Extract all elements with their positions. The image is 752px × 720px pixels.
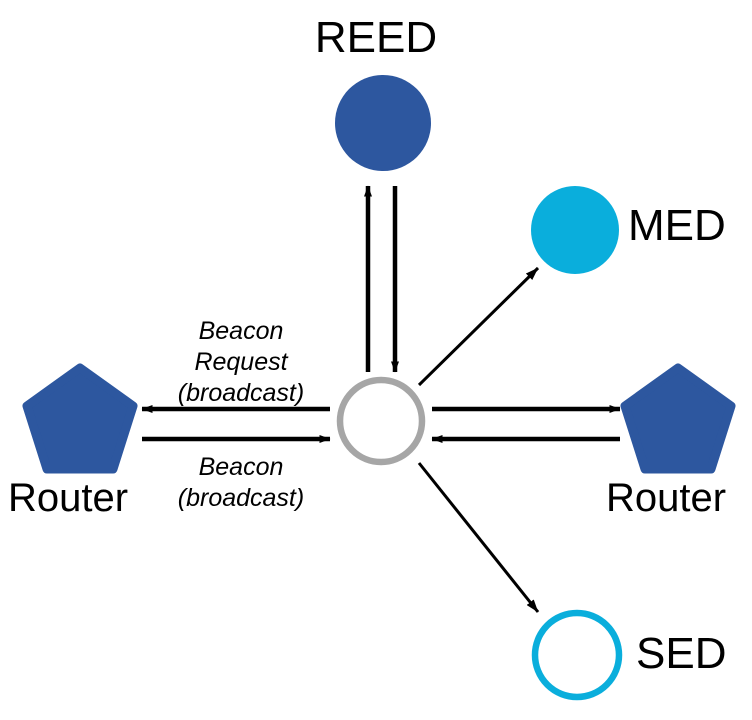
node-layer [22, 75, 736, 701]
node-label-reed: REED [314, 13, 438, 62]
node-sed[interactable] [531, 609, 623, 701]
edge-center-to-sed [417, 462, 540, 613]
node-label-sed: SED [636, 629, 727, 678]
node-label-med: MED [628, 201, 726, 250]
node-med[interactable] [531, 186, 619, 274]
edge-label-beacon-request: Beacon Request (broadcast) [177, 317, 305, 407]
node-router-right[interactable] [620, 363, 736, 474]
edge-center-to-med [417, 266, 540, 387]
node-center-device[interactable] [336, 376, 426, 466]
node-router-left[interactable] [22, 363, 138, 474]
edge-layer [141, 185, 621, 613]
edge-label-beacon: Beacon (broadcast) [177, 453, 305, 512]
node-reed[interactable] [335, 75, 431, 171]
node-label-router-right: Router [606, 476, 727, 520]
node-label-router-left: Router [8, 476, 129, 520]
